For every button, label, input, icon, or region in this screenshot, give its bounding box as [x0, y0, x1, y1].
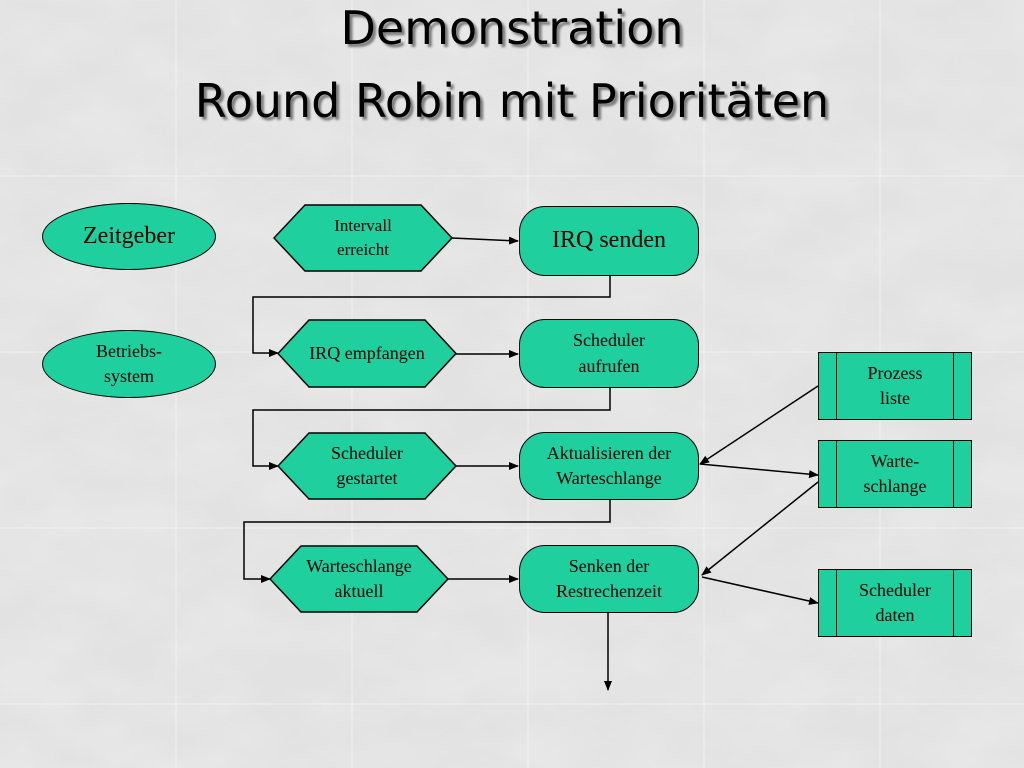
node-senken-label: Senken der Restrechenzeit — [556, 554, 662, 604]
store-schedulerdaten: Scheduler daten — [818, 569, 972, 637]
node-warteschlange-aktuell-label: Warteschlange aktuell — [306, 554, 412, 604]
gestartet-line-2: gestartet — [336, 468, 398, 488]
arrow-intervall-to-irq-senden — [451, 236, 519, 245]
hexagon-shape — [277, 319, 457, 388]
node-irq-senden: IRQ senden — [519, 206, 699, 276]
node-scheduler-gestartet: Scheduler gestartet — [277, 432, 457, 500]
aktuell-line-2: aktuell — [334, 581, 384, 601]
store-prozessliste-label: Prozess liste — [868, 361, 923, 411]
warteschlange-store-line-2: schlange — [863, 476, 927, 496]
hexagon-shape — [273, 204, 453, 272]
node-irq-empfangen: IRQ empfangen — [277, 319, 457, 388]
arrow-aktualisieren-to-warteschlange-aktuell — [243, 500, 611, 583]
node-scheduler-aufrufen-label: Scheduler aufrufen — [573, 328, 645, 378]
betriebssystem-line-1: Betriebs- — [96, 340, 162, 361]
node-zeitgeber: Zeitgeber — [42, 203, 216, 270]
prozessliste-line-2: liste — [880, 388, 910, 408]
intervall-line-1: Intervall — [334, 216, 392, 236]
slide-title-line-2: Round Robin mit Prioritäten — [194, 74, 830, 128]
hexagon-shape — [269, 545, 449, 613]
node-betriebssystem-label: Betriebs- system — [96, 339, 162, 389]
hexagon-shape — [277, 432, 457, 500]
aufrufen-line-1: Scheduler — [573, 330, 645, 351]
aktuell-line-1: Warteschlange — [306, 555, 412, 576]
store-warteschlange: Warte- schlange — [818, 440, 972, 508]
slide-title-line-1: Demonstration — [340, 1, 684, 55]
store-schedulerdaten-label: Scheduler daten — [859, 578, 931, 628]
node-senken: Senken der Restrechenzeit — [519, 545, 699, 613]
arrow-prozessliste-to-aktualisieren — [699, 385, 819, 465]
intervall-line-2: erreicht — [337, 240, 389, 259]
senken-line-2: Restrechenzeit — [556, 581, 662, 601]
store-prozessliste: Prozess liste — [818, 352, 972, 420]
schedulerdaten-line-1: Scheduler — [859, 579, 931, 600]
aktualisieren-line-1: Aktualisieren der — [546, 442, 672, 463]
node-warteschlange-aktuell: Warteschlange aktuell — [269, 545, 449, 613]
arrow-aktualisieren-to-warteschlange — [699, 463, 819, 479]
node-scheduler-aufrufen: Scheduler aufrufen — [519, 319, 699, 388]
node-scheduler-gestartet-label: Scheduler gestartet — [331, 441, 403, 491]
aktualisieren-line-2: Warteschlange — [556, 468, 662, 488]
gestartet-line-1: Scheduler — [331, 442, 403, 463]
node-betriebssystem: Betriebs- system — [42, 330, 216, 398]
node-irq-senden-label: IRQ senden — [552, 227, 666, 254]
prozessliste-line-1: Prozess — [867, 362, 923, 383]
node-aktualisieren: Aktualisieren der Warteschlange — [519, 432, 699, 500]
arrow-aufrufen-to-gestartet — [252, 388, 611, 470]
warteschlange-store-line-1: Warte- — [870, 450, 920, 471]
arrow-irq-senden-to-irq-empfangen — [252, 276, 611, 357]
betriebssystem-line-2: system — [103, 366, 154, 386]
store-warteschlange-label: Warte- schlange — [864, 449, 927, 499]
aufrufen-line-2: aufrufen — [578, 355, 640, 376]
arrow-warteschlange-to-senken — [701, 481, 819, 576]
arrow-senken-to-schedulerdaten — [701, 576, 819, 605]
senken-line-1: Senken der — [568, 555, 650, 576]
node-zeitgeber-label: Zeitgeber — [83, 222, 175, 249]
node-aktualisieren-label: Aktualisieren der Warteschlange — [547, 441, 671, 491]
node-intervall-erreicht-label: Intervall erreicht — [334, 214, 392, 262]
node-intervall-erreicht: Intervall erreicht — [273, 204, 453, 272]
node-irq-empfangen-label: IRQ empfangen — [309, 342, 425, 363]
schedulerdaten-line-2: daten — [875, 605, 915, 625]
